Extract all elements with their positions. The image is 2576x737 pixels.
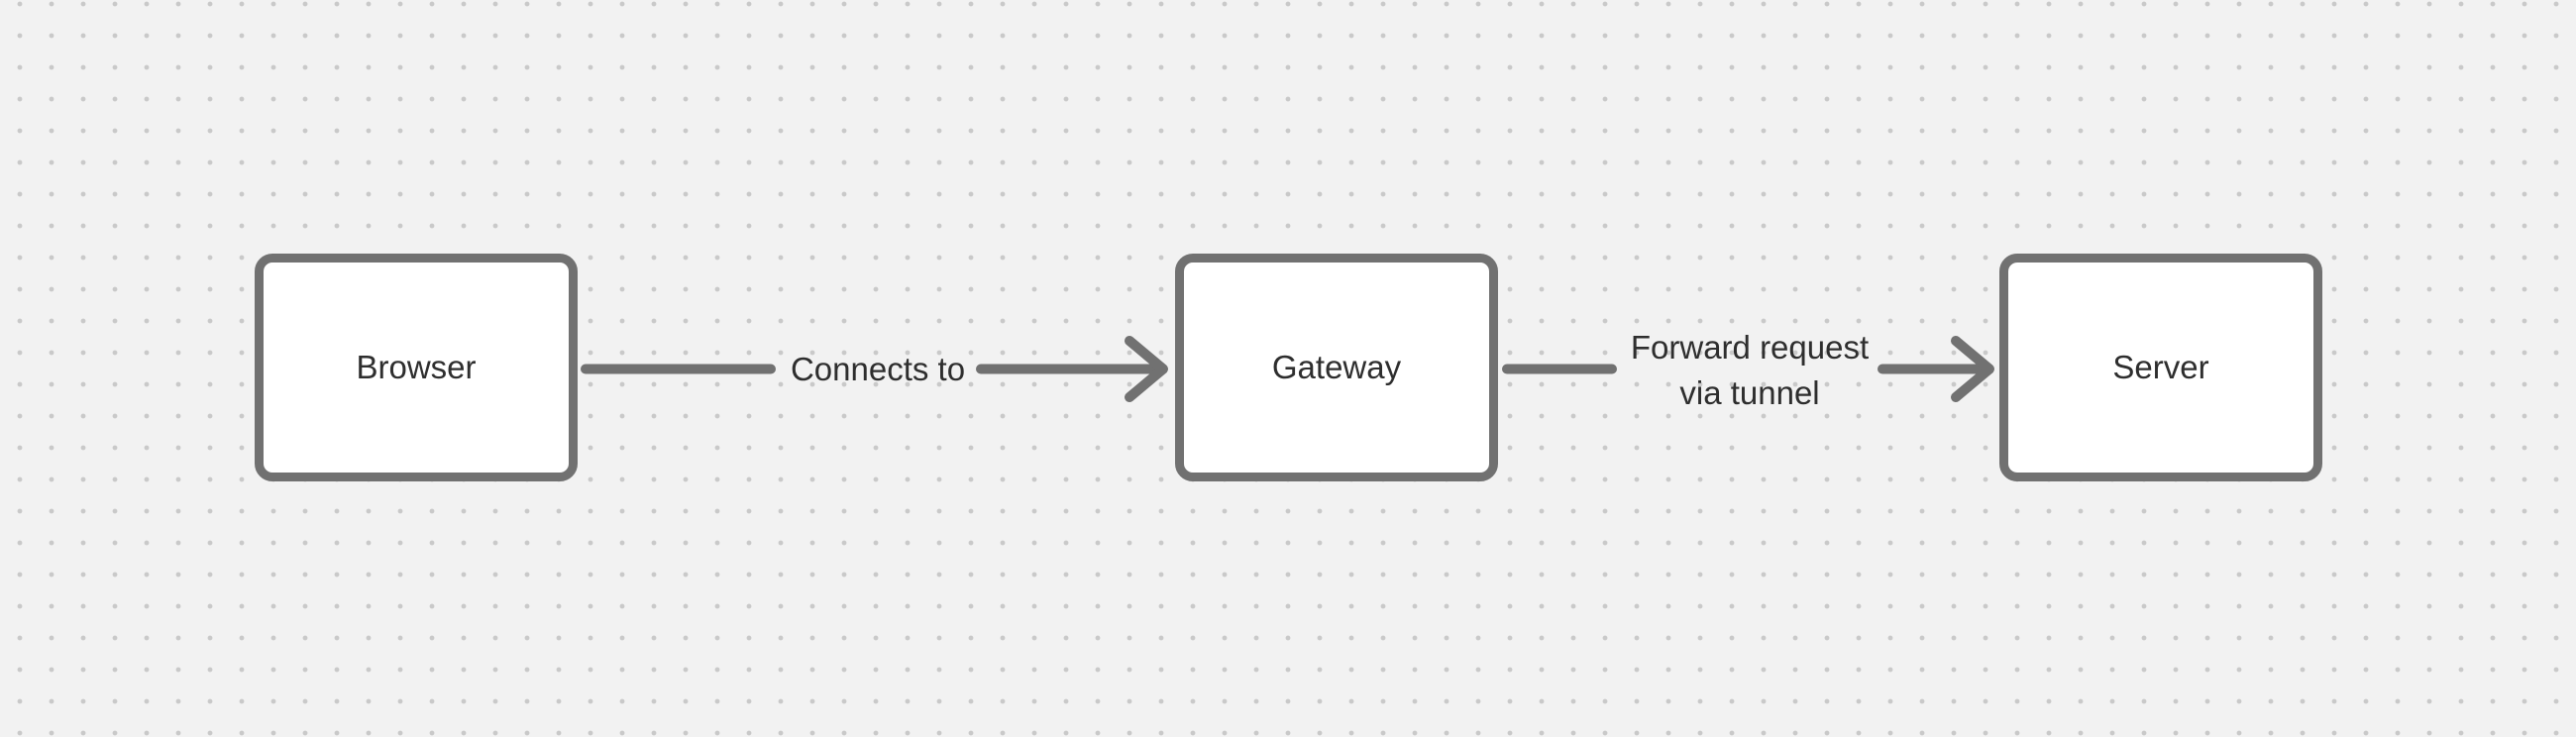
connector-browser-to-gateway[interactable] [581, 336, 1168, 402]
connector-label-connects-to[interactable]: Connects to [790, 351, 966, 387]
node-browser[interactable]: Browser [255, 254, 578, 481]
node-browser-label: Browser [356, 349, 477, 386]
node-server-label: Server [2112, 349, 2209, 386]
arrowhead-icon [1125, 336, 1168, 402]
node-server[interactable]: Server [1999, 254, 2322, 481]
node-gateway-label: Gateway [1271, 349, 1402, 386]
connector-gateway-to-server[interactable] [1502, 336, 1994, 402]
connector-label-forward-request[interactable]: Forward request via tunnel [1630, 329, 1870, 411]
node-gateway[interactable]: Gateway [1175, 254, 1498, 481]
arrowhead-icon [1951, 336, 1994, 402]
